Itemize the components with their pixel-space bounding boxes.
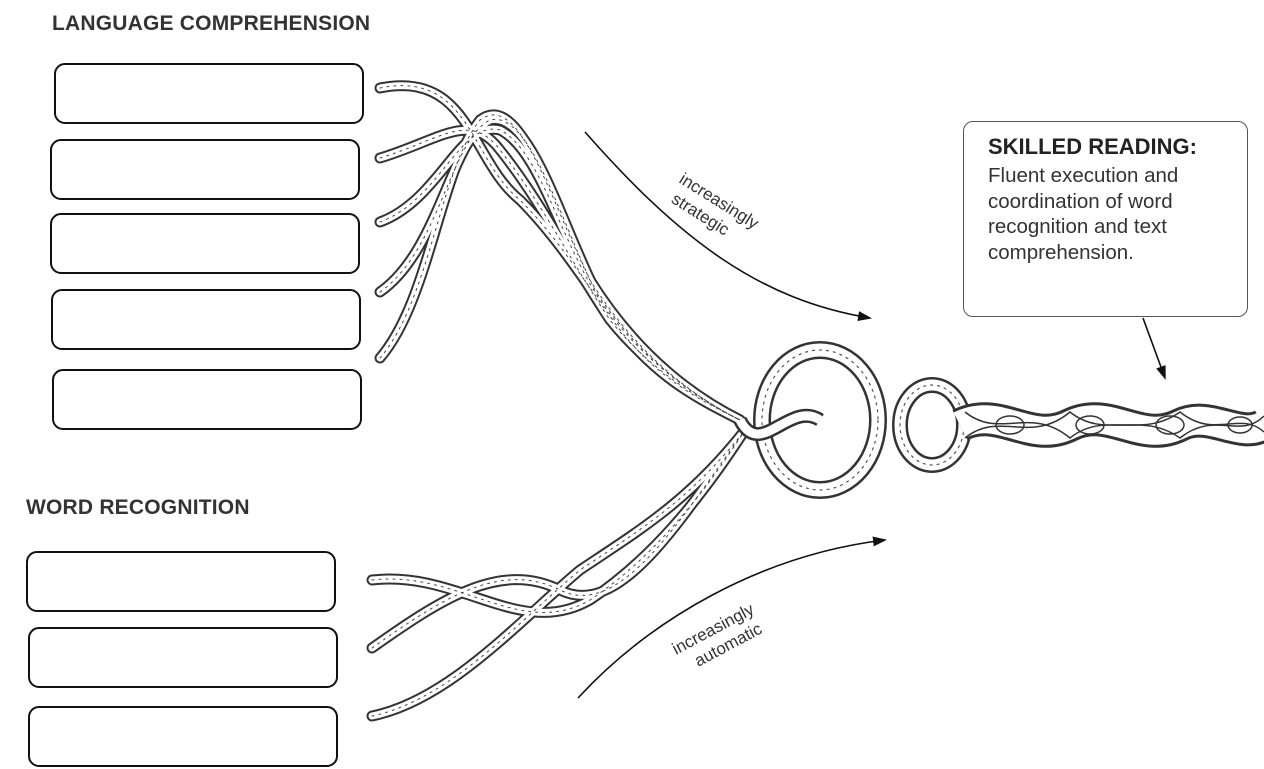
heading-language-comprehension: LANGUAGE COMPREHENSION <box>52 12 371 35</box>
automatic-arrow <box>577 536 887 699</box>
svg-text:increasingly automatic: increasingly automatic <box>669 597 771 677</box>
skilled-reading-callout: SKILLED READING: Fluent execution and co… <box>963 121 1248 317</box>
braided-rope-end <box>952 402 1264 448</box>
word-blank-box-2[interactable] <box>28 627 338 688</box>
callout-title: SKILLED READING: <box>988 134 1197 159</box>
callout-arrow <box>1142 317 1166 380</box>
rope-loops <box>733 341 972 499</box>
language-blank-box-2[interactable] <box>50 139 360 200</box>
word-strands <box>366 424 751 722</box>
svg-text:increasingly strategic: increasingly strategic <box>665 169 766 253</box>
language-strands <box>374 80 746 426</box>
heading-word-recognition: WORD RECOGNITION <box>26 496 250 519</box>
strategic-arrow <box>584 131 872 321</box>
language-blank-box-4[interactable] <box>51 289 361 350</box>
language-blank-box-5[interactable] <box>52 369 362 430</box>
word-blank-box-1[interactable] <box>26 551 336 612</box>
word-blank-box-3[interactable] <box>28 706 338 767</box>
language-blank-box-1[interactable] <box>54 63 364 124</box>
callout-body: Fluent execution and coordination of wor… <box>988 164 1179 264</box>
language-blank-box-3[interactable] <box>50 213 360 274</box>
